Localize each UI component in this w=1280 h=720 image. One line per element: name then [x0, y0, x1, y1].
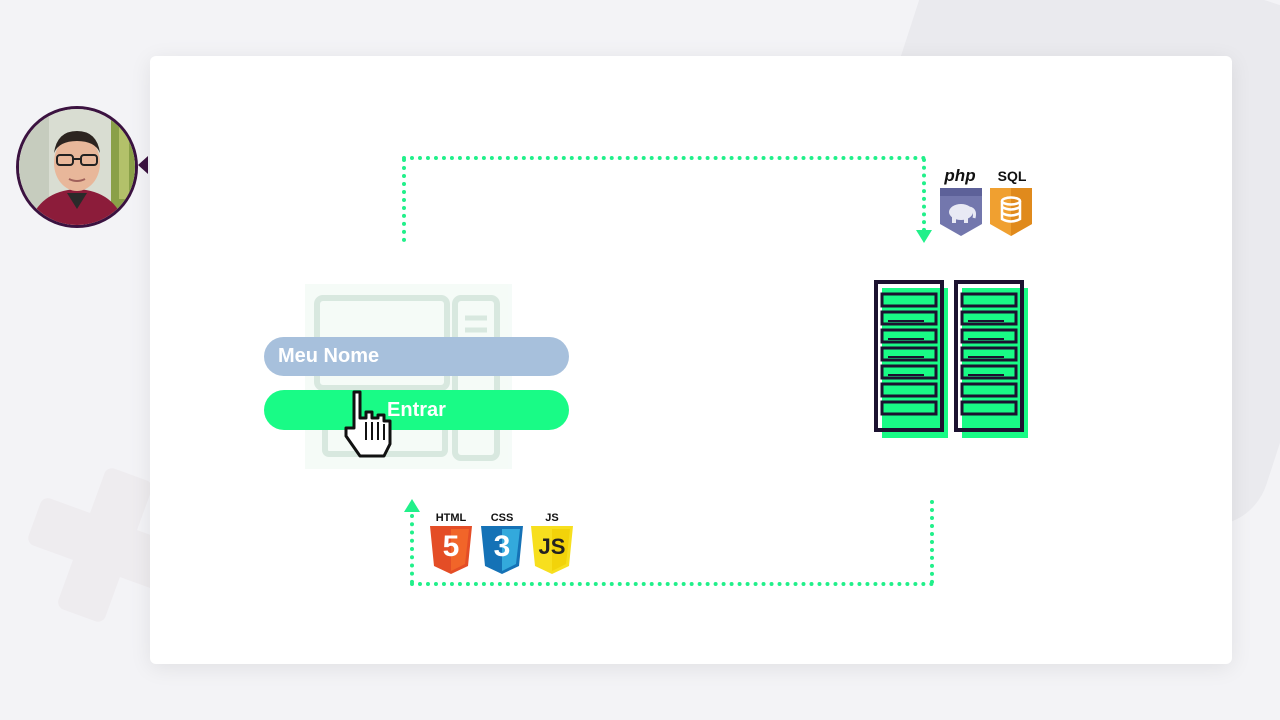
up-arrow-icon — [404, 499, 420, 512]
php-logo-icon — [940, 188, 982, 236]
bottom-right-dotted-line — [930, 500, 934, 584]
pointer-hand-icon — [344, 390, 392, 458]
enter-button[interactable]: Entrar — [264, 390, 569, 430]
css-label: CSS — [490, 512, 514, 524]
css3-logo-icon: 3 — [481, 526, 523, 574]
top-left-dotted-line — [402, 158, 406, 242]
bottom-left-dotted-line — [410, 514, 414, 584]
slide-canvas: Meu Nome Entrar php SQL — [150, 56, 1232, 664]
js-glyph: JS — [538, 534, 566, 559]
html5-logo-icon: 5 — [430, 526, 472, 574]
top-dotted-line — [402, 156, 926, 160]
server-rack-icon — [874, 280, 1028, 438]
html5-glyph: 5 — [442, 530, 460, 563]
webcam-pointer — [138, 156, 148, 174]
html-label: HTML — [435, 512, 467, 524]
presenter-webcam — [16, 106, 138, 228]
sql-label: SQL — [997, 168, 1027, 184]
php-label: php — [944, 166, 976, 185]
database-icon — [990, 188, 1032, 236]
computer-illustration — [305, 284, 512, 469]
js-logo-icon: JS — [531, 526, 573, 574]
css3-glyph: 3 — [493, 530, 511, 563]
js-label: JS — [545, 512, 559, 524]
name-input[interactable]: Meu Nome — [264, 337, 569, 376]
bottom-dotted-line — [410, 582, 934, 586]
down-arrow-icon — [916, 230, 932, 243]
top-right-dotted-line — [922, 158, 926, 232]
